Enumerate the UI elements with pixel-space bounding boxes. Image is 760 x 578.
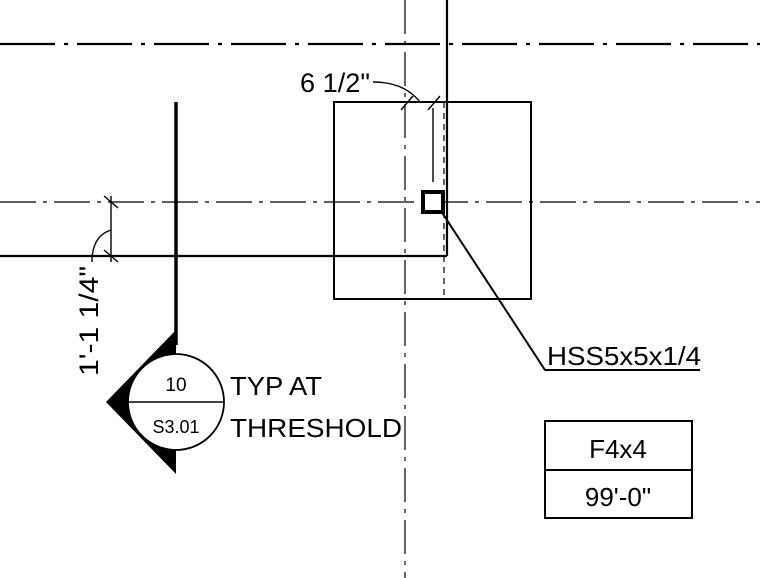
section-marker-sheet: S3.01 — [152, 417, 199, 437]
footing-tag: F4x4 99'-0" — [544, 420, 693, 519]
dimension-horizontal — [372, 81, 447, 182]
dimension-tick-top — [103, 195, 119, 209]
dimension-tick-left — [400, 95, 414, 111]
member-callout-leader — [440, 210, 700, 371]
footing-hidden-outline — [333, 101, 445, 300]
hss-column — [421, 190, 445, 214]
section-marker-number: 10 — [165, 375, 186, 396]
dimension-text-vertical: 1'-1 1/4" — [74, 266, 104, 376]
member-callout-text: HSS5x5x1/4 — [547, 341, 701, 371]
dimension-vertical — [91, 195, 119, 263]
footing-tag-type: F4x4 — [589, 434, 647, 464]
footing-tag-elevation: 99'-0" — [585, 482, 651, 512]
dimension-leader-curve — [372, 81, 421, 103]
section-note-line2: THRESHOLD — [230, 413, 402, 443]
beam-lines — [0, 0, 449, 345]
section-marker: 10 S3.01 — [106, 330, 225, 474]
section-note-line1: TYP AT — [230, 371, 322, 401]
dimension-tick-bottom — [103, 249, 119, 263]
dimension-text-horizontal: 6 1/2" — [300, 68, 370, 98]
dimension-leader-curve-vertical — [91, 229, 112, 263]
dimension-tick-right — [427, 95, 441, 111]
